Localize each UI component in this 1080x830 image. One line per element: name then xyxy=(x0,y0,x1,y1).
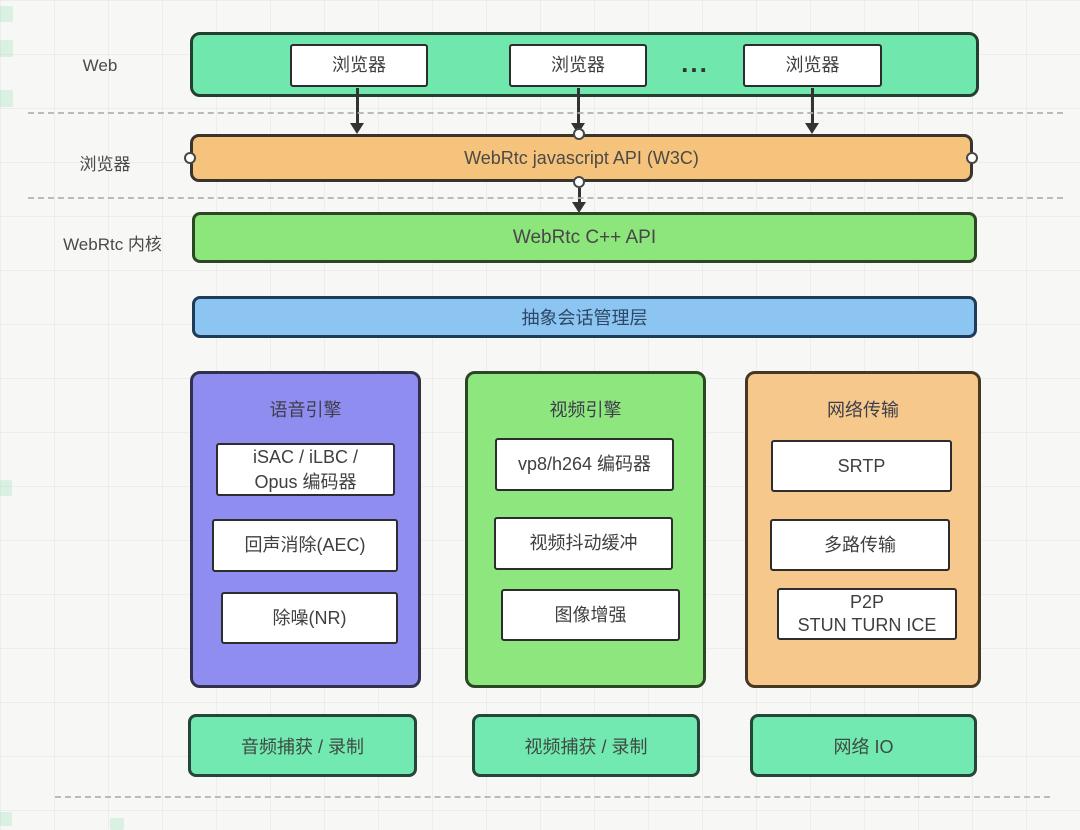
network-transport-item: 多路传输 xyxy=(770,519,950,571)
cpp-api-label: WebRtc C++ API xyxy=(512,226,657,248)
session-layer-label: 抽象会话管理层 xyxy=(521,308,648,328)
voice-engine-panel: 语音引擎 iSAC / iLBC / Opus 编码器 回声消除(AEC) 除噪… xyxy=(190,371,421,688)
browser-box: 浏览器 xyxy=(509,44,647,87)
edge-artifact xyxy=(0,40,13,57)
ellipsis-text: ... xyxy=(681,48,709,78)
dashed-divider xyxy=(28,197,1063,199)
dashed-divider xyxy=(28,112,1063,114)
connector-dot-icon xyxy=(966,152,978,164)
layer-label-webrtc-core: WebRtc 内核 xyxy=(63,235,162,254)
video-engine-item: 图像增强 xyxy=(501,589,680,641)
browser-box: 浏览器 xyxy=(290,44,428,87)
layer-label-browser: 浏览器 xyxy=(79,155,131,174)
arrow-down-icon xyxy=(572,188,586,213)
network-io-box: 网络 IO xyxy=(750,714,977,777)
edge-artifact xyxy=(0,6,13,22)
connector-dot-icon xyxy=(573,176,585,188)
edge-artifact xyxy=(0,480,12,496)
arrow-down-icon xyxy=(350,88,364,134)
connector-dot-icon xyxy=(573,128,585,140)
edge-artifact xyxy=(0,90,13,107)
layer-label-web: Web xyxy=(82,56,118,75)
video-engine-item: 视频抖动缓冲 xyxy=(494,517,673,570)
video-engine-item: vp8/h264 编码器 xyxy=(495,438,674,491)
network-transport-panel: 网络传输 SRTP 多路传输 P2P STUN TURN ICE xyxy=(745,371,981,688)
video-engine-panel: 视频引擎 vp8/h264 编码器 视频抖动缓冲 图像增强 xyxy=(465,371,706,688)
voice-engine-item: 除噪(NR) xyxy=(221,592,398,644)
js-api-bar: WebRtc javascript API (W3C) xyxy=(190,134,973,182)
video-engine-title: 视频引擎 xyxy=(549,400,622,420)
dashed-divider xyxy=(55,796,1050,798)
session-layer-bar: 抽象会话管理层 xyxy=(192,296,977,338)
network-transport-item: P2P STUN TURN ICE xyxy=(777,588,957,640)
browser-box: 浏览器 xyxy=(743,44,882,87)
audio-capture-box: 音频捕获 / 录制 xyxy=(188,714,417,777)
js-api-label: WebRtc javascript API (W3C) xyxy=(464,147,699,168)
cpp-api-bar: WebRtc C++ API xyxy=(192,212,977,263)
edge-artifact xyxy=(0,812,12,826)
voice-engine-item: iSAC / iLBC / Opus 编码器 xyxy=(216,443,395,496)
video-capture-box: 视频捕获 / 录制 xyxy=(472,714,700,777)
edge-artifact xyxy=(110,818,124,830)
voice-engine-title: 语音引擎 xyxy=(269,400,342,420)
voice-engine-item: 回声消除(AEC) xyxy=(212,519,398,572)
network-transport-item: SRTP xyxy=(771,440,952,492)
arrow-down-icon xyxy=(805,88,819,134)
connector-dot-icon xyxy=(184,152,196,164)
network-transport-title: 网络传输 xyxy=(827,400,899,420)
